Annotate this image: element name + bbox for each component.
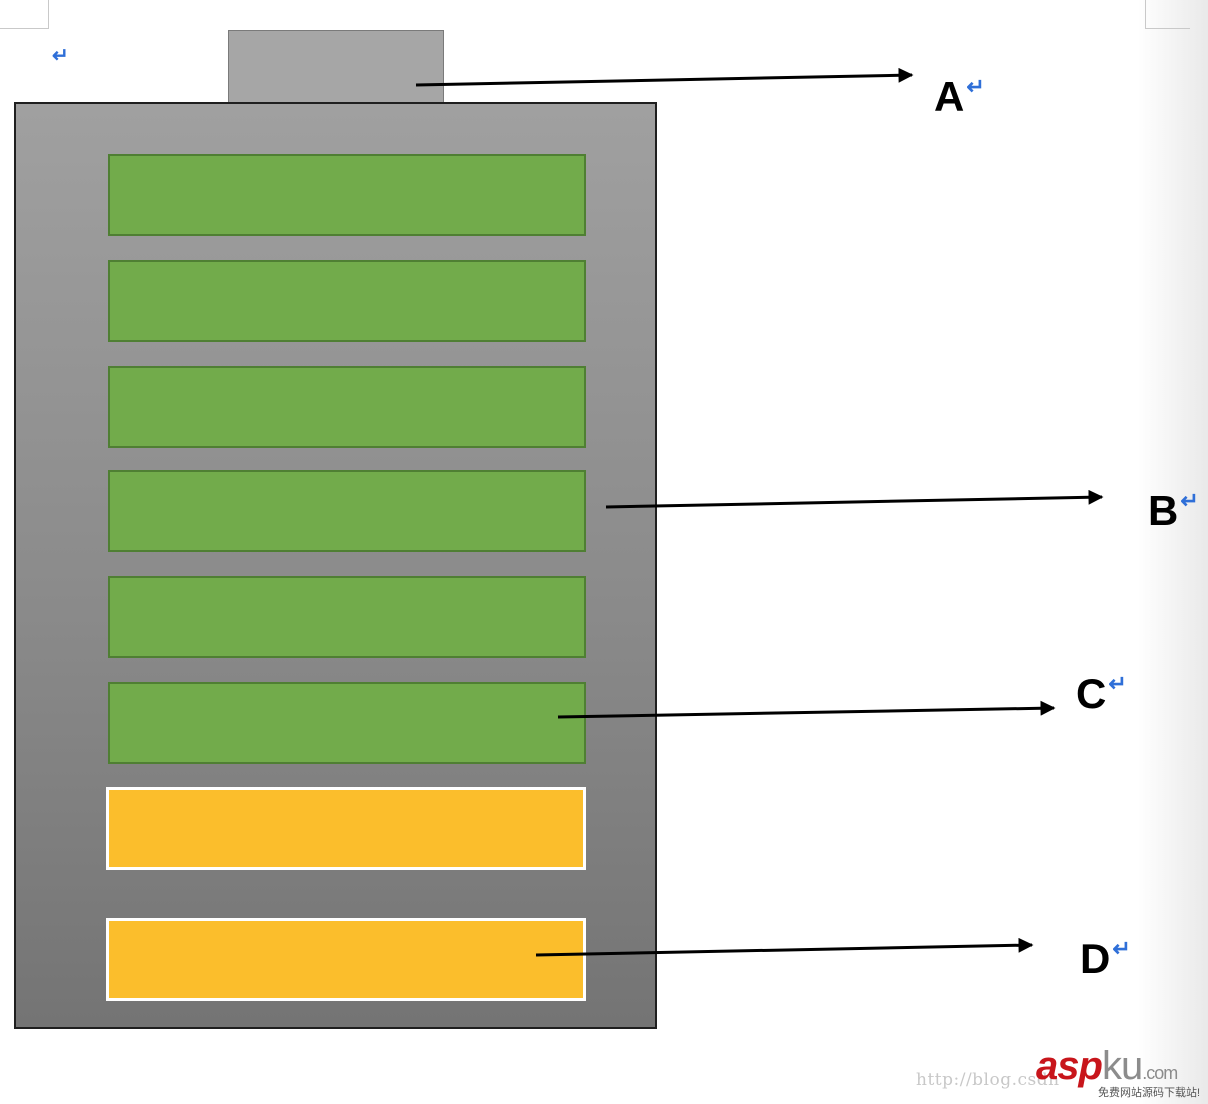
label-d: D↵ xyxy=(1080,938,1131,980)
crop-mark-top-left xyxy=(0,0,49,29)
logo-red-text: asp xyxy=(1036,1044,1103,1088)
label-a: A↵ xyxy=(934,76,985,118)
battery-terminal xyxy=(228,30,444,104)
crop-mark-top-right xyxy=(1145,0,1190,29)
arrow-a xyxy=(415,67,914,87)
logo-suffix: .com xyxy=(1142,1063,1178,1083)
arrow-c xyxy=(557,700,1056,719)
paragraph-mark-icon: ↵ xyxy=(52,45,69,67)
paragraph-mark-icon: ↵ xyxy=(1108,671,1127,696)
label-a-text: A xyxy=(934,73,965,120)
cell-green-5 xyxy=(108,576,586,658)
cell-green-4 xyxy=(108,470,586,552)
label-b: B↵ xyxy=(1148,490,1199,532)
arrow-b xyxy=(605,489,1104,509)
watermark-url: http://blog.csdn xyxy=(916,1070,1060,1090)
arrow-d xyxy=(535,937,1034,957)
battery-body xyxy=(14,102,657,1029)
cell-green-1 xyxy=(108,154,586,236)
paragraph-mark-icon: ↵ xyxy=(1112,936,1131,961)
page-edge-shadow xyxy=(1138,0,1208,1104)
logo-tagline: 免费网站源码下载站! xyxy=(1098,1087,1201,1099)
cell-orange-2 xyxy=(106,918,586,1001)
site-logo: aspku.com 免费网站源码下载站! xyxy=(1036,1046,1206,1102)
cell-green-2 xyxy=(108,260,586,342)
cell-orange-1 xyxy=(106,787,586,870)
label-c: C↵ xyxy=(1076,673,1127,715)
label-d-text: D xyxy=(1080,935,1111,982)
logo-gray-text: ku xyxy=(1101,1044,1143,1088)
cell-green-3 xyxy=(108,366,586,448)
label-b-text: B xyxy=(1148,487,1179,534)
label-c-text: C xyxy=(1076,670,1107,717)
paragraph-mark-icon: ↵ xyxy=(1180,488,1199,513)
paragraph-mark-icon: ↵ xyxy=(966,74,985,99)
cell-green-6 xyxy=(108,682,586,764)
